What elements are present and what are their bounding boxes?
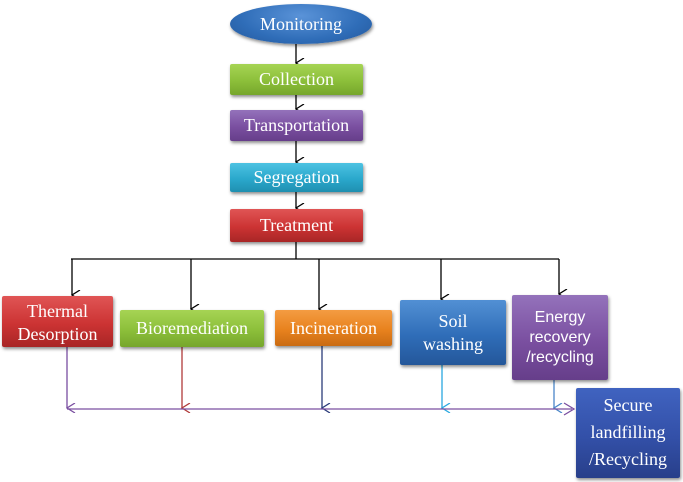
node-incineration: Incineration — [275, 310, 392, 346]
node-segregation: Segregation — [230, 163, 363, 192]
node-monitoring-label: Monitoring — [259, 13, 342, 34]
node-monitoring: Monitoring — [230, 4, 372, 44]
node-secure-landfilling-label-3: /Recycling — [589, 449, 667, 469]
node-energy-recovery-label-2: recovery — [529, 328, 591, 346]
node-transportation-label: Transportation — [243, 115, 350, 136]
node-energy-recovery: Energy recovery /recycling — [512, 295, 608, 380]
node-secure-landfilling: Secure landfilling /Recycling — [576, 388, 680, 478]
node-transportation: Transportation — [230, 110, 363, 141]
node-soil-washing-label-2: washing — [423, 333, 483, 354]
node-bioremediation: Bioremediation — [120, 310, 264, 347]
node-soil-washing: Soil washing — [400, 300, 506, 365]
edge-landfill-arrowhead — [563, 402, 576, 416]
node-collection: Collection — [230, 64, 363, 95]
node-bioremediation-label: Bioremediation — [136, 318, 248, 339]
node-treatment-label: Treatment — [259, 215, 334, 236]
node-treatment: Treatment — [230, 209, 363, 242]
node-thermal-desorption-label-1: Thermal — [27, 301, 88, 321]
node-energy-recovery-label-1: Energy — [534, 308, 586, 326]
node-energy-recovery-label-3: /recycling — [526, 348, 594, 366]
node-secure-landfilling-label-1: Secure — [603, 395, 653, 415]
node-thermal-desorption: Thermal Desorption — [2, 296, 113, 347]
node-thermal-desorption-label-2: Desorption — [17, 323, 98, 344]
node-segregation-label: Segregation — [253, 167, 340, 188]
node-collection-label: Collection — [259, 69, 334, 90]
node-secure-landfilling-label-2: landfilling — [590, 422, 666, 442]
node-soil-washing-label-1: Soil — [438, 311, 468, 331]
node-incineration-label: Incineration — [290, 317, 377, 338]
